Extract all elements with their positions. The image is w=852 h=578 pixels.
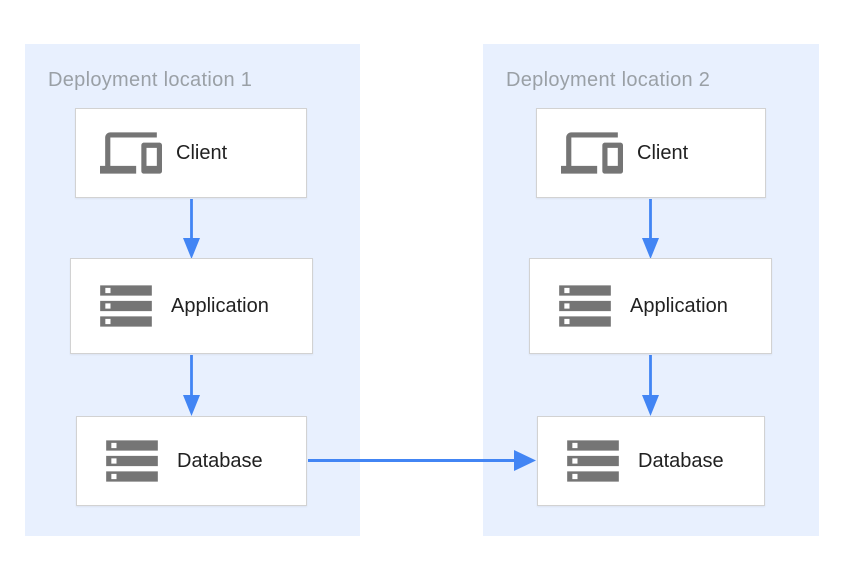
node-label: Application xyxy=(171,294,269,317)
server-stack-icon xyxy=(562,430,624,492)
server-stack-icon xyxy=(554,275,616,337)
devices-icon xyxy=(100,122,162,184)
server-stack-icon xyxy=(101,430,163,492)
node-label: Database xyxy=(638,449,724,472)
node-label: Database xyxy=(177,449,263,472)
node-label: Client xyxy=(176,141,228,164)
node-application-1: Application xyxy=(70,258,313,354)
devices-icon xyxy=(561,122,623,184)
node-application-2: Application xyxy=(529,258,772,354)
node-label: Application xyxy=(630,294,728,317)
node-label: Client xyxy=(637,141,689,164)
node-client-1: Client xyxy=(75,108,307,198)
node-client-2: Client xyxy=(536,108,766,198)
node-database-1: Database xyxy=(76,416,307,506)
node-database-2: Database xyxy=(537,416,765,506)
server-stack-icon xyxy=(95,275,157,337)
group-title-1: Deployment location 1 xyxy=(48,69,253,91)
group-title-2: Deployment location 2 xyxy=(506,69,711,91)
